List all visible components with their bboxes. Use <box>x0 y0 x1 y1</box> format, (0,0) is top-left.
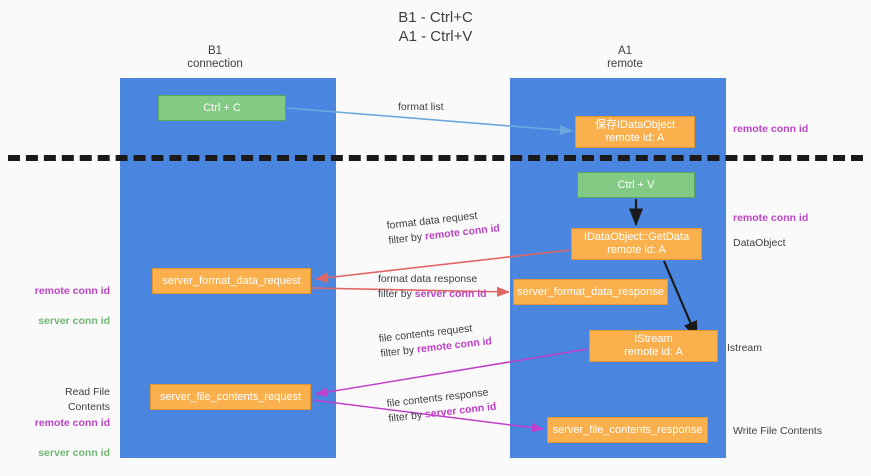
annotation-remote-conn-id-2: remote conn id <box>34 417 110 429</box>
node-server-format-data-request[interactable]: server_format_data_request <box>152 268 311 294</box>
node-ctrl-c[interactable]: Ctrl + C <box>158 95 286 121</box>
node-server-file-contents-request[interactable]: server_file_contents_request <box>150 384 311 410</box>
lane-header-a1: A1 remote <box>607 45 643 70</box>
annotation-left-conn-ids: remote conn id server conn id <box>18 269 110 344</box>
node-server-file-contents-response[interactable]: server_file_contents_response <box>547 417 708 443</box>
annotation-left-conn-ids-2: remote conn id server conn id <box>18 401 110 476</box>
edge-label-line1: format data response <box>378 273 478 285</box>
node-idataobject-getdata[interactable]: IDataObject::GetData remote id: A <box>571 228 702 260</box>
edge-label-format-data-request: format data request filter by remote con… <box>386 206 501 248</box>
annotation-server-conn-id-2: server conn id <box>38 447 110 459</box>
annotation-server-conn-id: server conn id <box>38 315 110 327</box>
phase-divider <box>8 155 863 161</box>
node-save-idataobject[interactable]: 保存IDataObject remote id: A <box>575 116 695 148</box>
node-istream[interactable]: IStream remote id: A <box>589 330 718 362</box>
edge-label-format-list: format list <box>398 101 444 113</box>
annotation-dataobject: DataObject <box>733 237 786 249</box>
edge-label-format-data-response: format data response filter by server co… <box>378 272 487 302</box>
diagram-title: B1 - Ctrl+C A1 - Ctrl+V <box>398 9 473 45</box>
edge-label-file-contents-response: file contents response filter by server … <box>386 385 497 427</box>
annotation-write-file-contents: Write File Contents <box>733 425 823 437</box>
annotation-remote-conn-id: remote conn id <box>34 285 110 297</box>
annotation-read-file-contents: Read File Contents <box>65 386 110 413</box>
annotation-remote-conn-id-top: remote conn id <box>733 123 809 135</box>
annotation-istream: Istream <box>727 342 763 354</box>
node-ctrl-v[interactable]: Ctrl + V <box>577 172 695 198</box>
node-server-format-data-response[interactable]: server_format_data_response <box>513 279 668 305</box>
edge-label-file-contents-request: file contents request filter by remote c… <box>378 319 493 361</box>
annotation-remote-conn-id-mid: remote conn id <box>733 212 809 224</box>
filter-key-highlight: server conn id <box>414 288 487 300</box>
edge-label-line2: filter by server conn id <box>378 288 487 300</box>
lane-header-b1: B1 connection <box>187 45 243 70</box>
